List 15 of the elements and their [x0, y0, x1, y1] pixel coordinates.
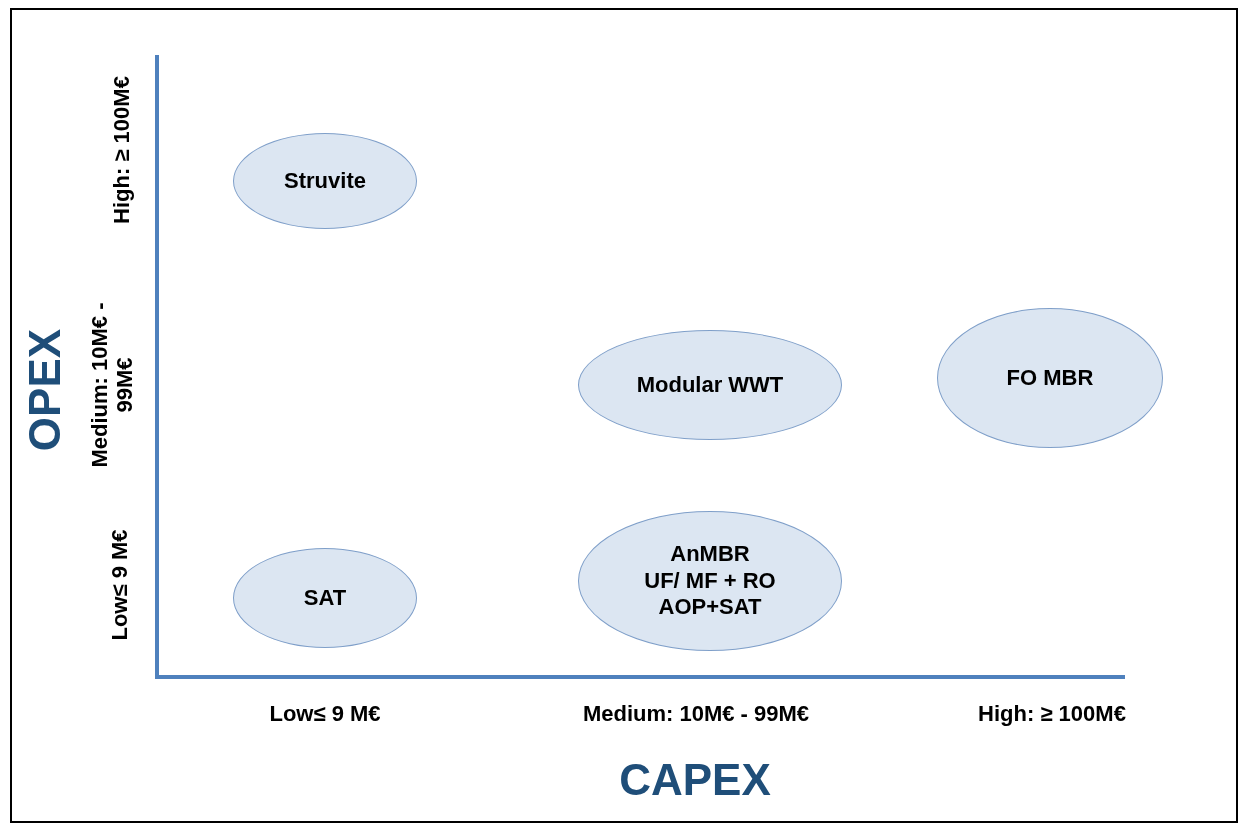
axis-tick-label: Low≤ 9 M€: [107, 528, 133, 643]
ellipse-label: Modular WWT: [636, 371, 784, 399]
ellipse-label: UF/ MF + RO: [644, 567, 776, 595]
ellipse-label: FO MBR: [1006, 364, 1094, 392]
ellipse-label: Struvite: [284, 167, 366, 195]
axis-tick-label: Low≤ 9 M€: [268, 701, 382, 727]
axis-tick-label: High: ≥ 100M€: [977, 701, 1127, 727]
axis-tick-label: Medium: 10M€ - 99M€: [86, 301, 138, 470]
axis-tick-label: High: ≥ 100M€: [109, 75, 135, 226]
ellipse-label: AnMBR: [670, 541, 750, 568]
axis-tick-label: Medium: 10M€ - 99M€: [581, 701, 811, 727]
axis-title: CAPEX: [618, 755, 772, 805]
axis-title: OPEX: [20, 327, 70, 454]
ellipse-label: SAT: [303, 584, 347, 612]
ellipse-label: AOP+SAT: [658, 594, 762, 621]
